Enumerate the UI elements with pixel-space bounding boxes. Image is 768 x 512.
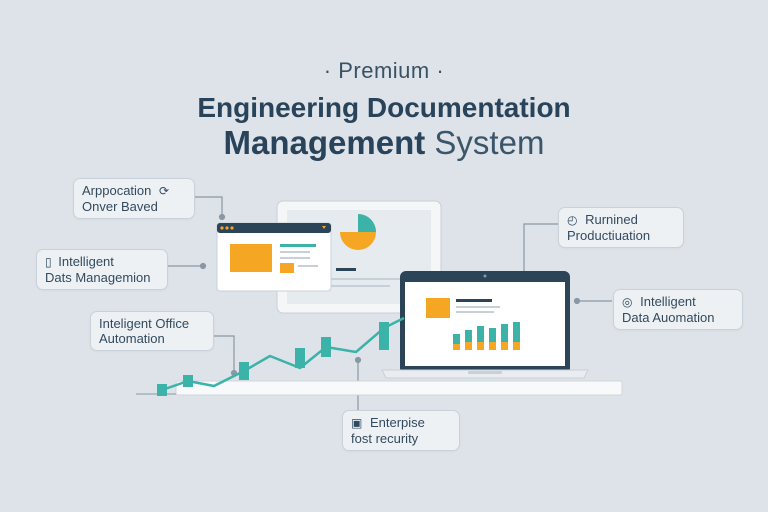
callout-mid-left: ▯ Intelligent Dats Managemion: [36, 249, 168, 290]
callout-top-left-line2: Onver Baved: [82, 199, 158, 214]
callout-top-left: Arppocation ⟳ Onver Baved: [73, 178, 195, 219]
callout-top-right-line2: Productiuation: [567, 228, 651, 243]
callout-bottom-line2: fost recurity: [351, 431, 419, 446]
callout-lower-left: Inteligent Office Automation: [90, 311, 214, 351]
pie-teal: [358, 214, 376, 232]
title-kicker: · Premium ·: [323, 58, 445, 83]
callout-mid-right-line1: ◎ Intelligent: [622, 294, 696, 309]
callout-top-right-line1: ◴ Rurnined: [567, 212, 638, 227]
refresh-icon: ⟳: [159, 184, 170, 198]
globe-icon: ◎: [622, 295, 633, 309]
trend-line: [157, 316, 405, 396]
callout-mid-right: ◎ Intelligent Data Auomation: [613, 289, 743, 330]
callout-top-left-line1: Arppocation ⟳: [82, 183, 170, 198]
callout-lower-left-line2: Automation: [99, 331, 165, 346]
page-title: Engineering Documentation: [197, 92, 571, 123]
base-platform: [175, 380, 623, 396]
callout-top-right: ◴ Rurnined Productiuation: [558, 207, 684, 248]
callout-lower-left-line1: Inteligent Office: [99, 316, 190, 331]
callout-mid-right-line2: Data Auomation: [622, 310, 715, 325]
subtitle-light: System: [434, 124, 545, 161]
clock-icon: ◴: [567, 213, 578, 227]
lock-document-icon: ▣: [351, 416, 363, 430]
callout-bottom-line1: ▣ Enterpise: [351, 415, 425, 430]
page-subtitle: Management System: [0, 124, 768, 162]
callout-mid-left-line1: ▯ Intelligent: [45, 254, 114, 269]
document-icon: ▯: [45, 255, 52, 269]
callout-bottom: ▣ Enterpise fost recurity: [342, 410, 460, 451]
subtitle-bold: Management: [223, 124, 426, 161]
laptop: [381, 271, 589, 379]
browser-window-left: [216, 222, 332, 292]
laptop-bars: [453, 322, 520, 350]
callout-mid-left-line2: Dats Managemion: [45, 270, 151, 285]
